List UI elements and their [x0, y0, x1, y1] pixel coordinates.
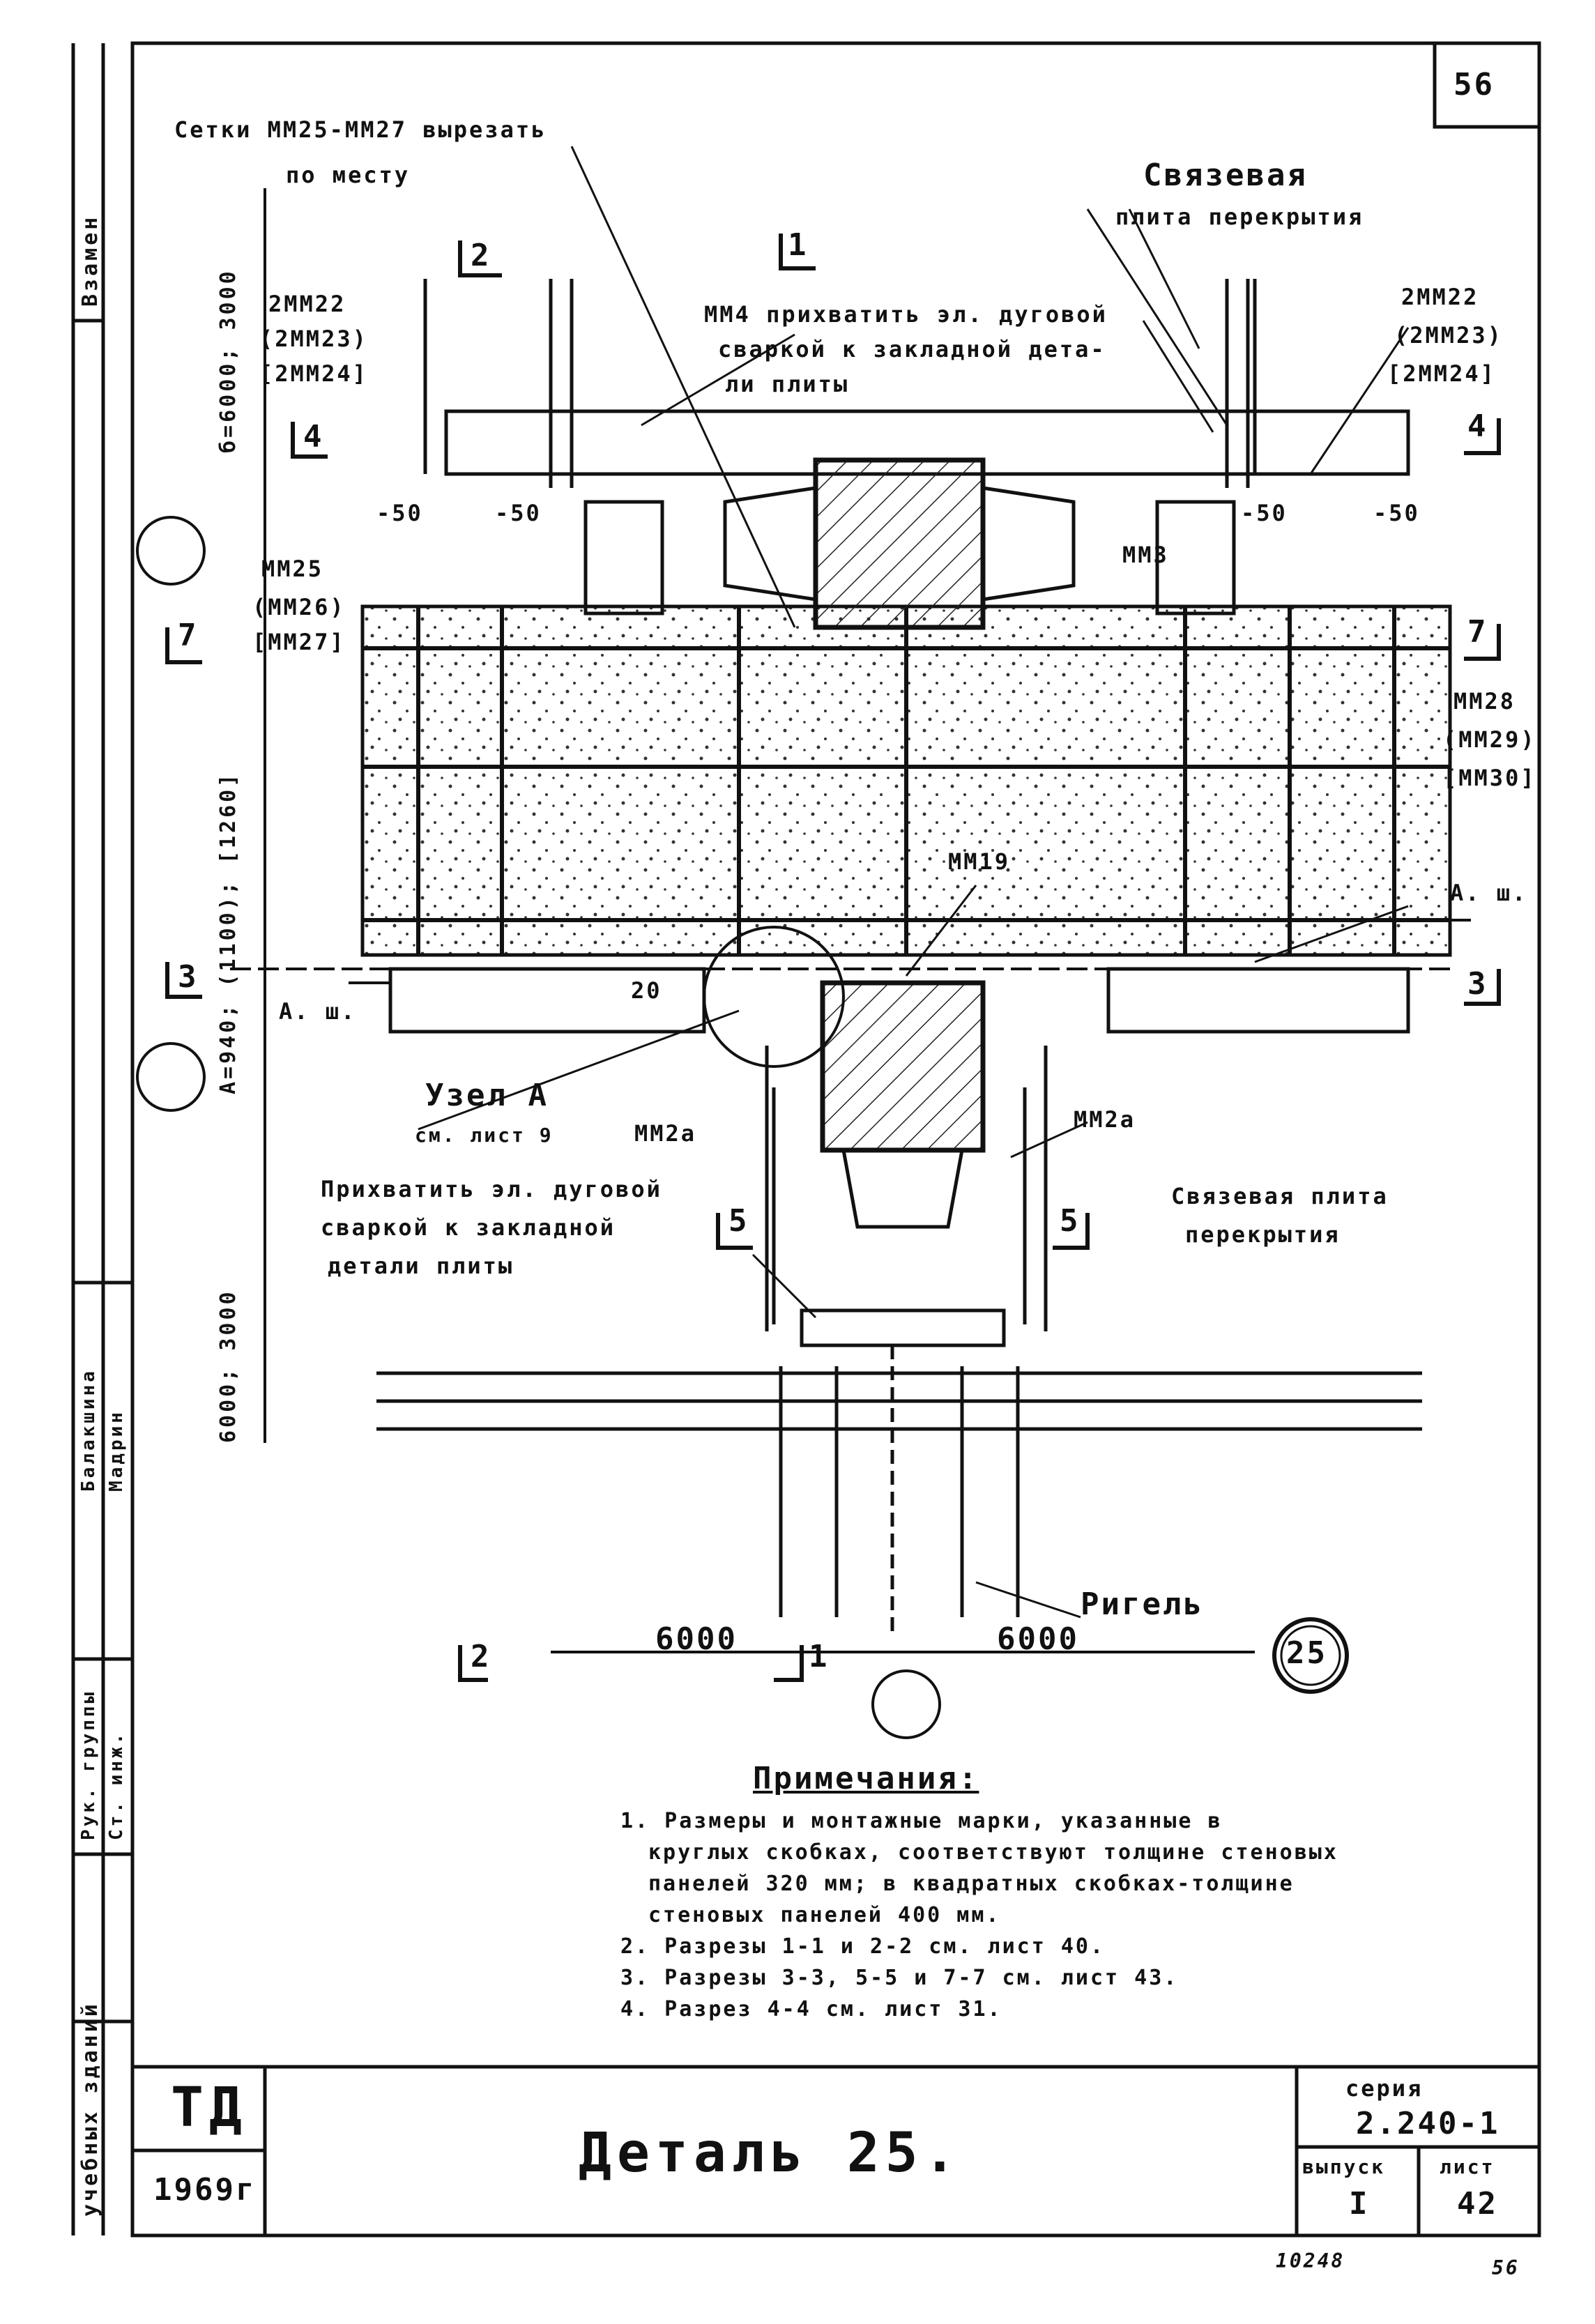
dim-mid: А=940; (1100); [1260] [216, 771, 241, 1094]
footer-num: 10248 [1276, 2249, 1345, 2272]
section-1-bottom: 1 [809, 1639, 830, 1674]
column-bottom [820, 980, 986, 1153]
note-line-5: 2. Разрезы 1-1 и 2-2 см. лист 40. [620, 1934, 1106, 1959]
side-name2: Мадрин [106, 1409, 127, 1492]
label-weld-3: детали плиты [328, 1253, 514, 1279]
section-4-right: 4 [1467, 408, 1488, 444]
label-mm4-3: ли плиты [725, 371, 850, 397]
label-tie-slab-2: плита перекрытия [1115, 204, 1364, 230]
stamp-year: 1969г [153, 2172, 257, 2208]
label-mm28: ММ28 [1453, 688, 1516, 714]
label-right-mesh-2: (2ММ23) [1394, 322, 1503, 349]
label-mm4-2: сваркой к закладной дета- [718, 336, 1106, 362]
sheet-frame [130, 41, 1541, 2238]
label-ash-right: А. ш. [1450, 880, 1528, 906]
detail-number: 25 [1286, 1635, 1327, 1671]
section-7-left: 7 [178, 618, 199, 653]
label-mm2a-right: ММ2а [1074, 1106, 1136, 1133]
label-riegel: Ригель [1081, 1587, 1204, 1622]
lower-slabs [376, 967, 1422, 1631]
label-mm25: ММ25 [261, 556, 324, 582]
stamp-series: 2.240-1 [1356, 2106, 1500, 2141]
label-mm29: (ММ29) [1443, 726, 1536, 753]
label-cut-mesh-1: Сетки ММ25-ММ27 вырезать [174, 116, 547, 143]
label-node-a: Узел А [425, 1078, 549, 1113]
section-3-right: 3 [1467, 966, 1488, 1002]
label-dim-20: 20 [631, 977, 662, 1004]
side-buildings: учебных зданий [78, 2001, 102, 2217]
section-5-right: 5 [1060, 1203, 1081, 1239]
label-weld-1: Прихватить эл. дуговой [321, 1176, 662, 1202]
stamp-title: Деталь 25. [579, 2122, 962, 2185]
label-tie-slab-1: Связевая [1143, 158, 1308, 193]
label-frac-50-1: -50 [376, 500, 423, 526]
label-right-mesh-1: 2ММ22 [1401, 284, 1479, 310]
label-left-mesh-2: (2ММ23) [259, 326, 368, 352]
label-mm4-1: ММ4 прихватить эл. дуговой [704, 301, 1108, 328]
label-mm2a-left: ММ2а [634, 1120, 697, 1147]
label-mm27: [ММ27] [252, 629, 346, 655]
stamp-td: ТД [171, 2077, 247, 2139]
section-5-left: 5 [728, 1203, 749, 1239]
sheet-number-box [1433, 41, 1541, 129]
detail-number-circle [1272, 1617, 1349, 1694]
label-tie-slab2-2: перекрытия [1185, 1221, 1341, 1248]
stamp-issue-label: выпуск [1302, 2155, 1386, 2178]
label-mm30: [ММ30] [1443, 765, 1536, 791]
dim-low: 6000; 3000 [216, 1289, 241, 1443]
node-a-circle [703, 926, 845, 1068]
note-line-4: стеновых панелей 400 мм. [648, 1903, 1001, 1927]
section-1-top: 1 [788, 227, 809, 263]
label-frac-50-2: -50 [495, 500, 542, 526]
label-left-mesh-1: 2ММ22 [268, 291, 346, 317]
sheet-number: 56 [1453, 67, 1495, 102]
label-ash-left: А. ш. [279, 998, 357, 1025]
label-frac-50-4: -50 [1373, 500, 1420, 526]
binding-hole-2 [136, 1042, 206, 1112]
side-head-group: Рук. группы [78, 1689, 99, 1840]
footer-page: 56 [1492, 2256, 1520, 2279]
section-4-left: 4 [303, 419, 324, 454]
label-cut-mesh-2: по месту [286, 162, 411, 188]
binding-hole-1 [136, 516, 206, 586]
label-mm26: (ММ26) [252, 594, 346, 620]
label-span-right: 6000 [997, 1621, 1079, 1657]
section-2-bottom: 2 [471, 1639, 491, 1674]
label-left-mesh-3: [2ММ24] [259, 360, 368, 387]
wall-panel [360, 604, 1452, 957]
note-line-1: 1. Размеры и монтажные марки, указанные … [620, 1809, 1223, 1833]
label-right-mesh-3: [2ММ24] [1387, 360, 1496, 387]
label-mm3: ММ3 [1122, 542, 1169, 568]
side-vzamen: Взамен [78, 214, 102, 307]
side-engineer: Ст. инж. [106, 1730, 127, 1840]
notes-title: Примечания: [753, 1761, 979, 1796]
note-line-6: 3. Разрезы 3-3, 5-5 и 7-7 см. лист 43. [620, 1966, 1179, 1990]
stamp-sheet: 42 [1457, 2186, 1498, 2222]
binding-hole-3 [871, 1669, 941, 1739]
label-node-a-ref: см. лист 9 [415, 1124, 554, 1147]
section-2-top: 2 [471, 238, 491, 273]
label-tie-slab2-1: Связевая плита [1171, 1183, 1389, 1209]
note-line-7: 4. Разрез 4-4 см. лист 31. [620, 1997, 1002, 2021]
label-weld-2: сваркой к закладной [321, 1214, 616, 1241]
stamp-series-label: серия [1345, 2075, 1424, 2102]
label-mm19: ММ19 [948, 848, 1011, 875]
section-7-right: 7 [1467, 614, 1488, 650]
stamp-sheet-label: лист [1440, 2155, 1495, 2178]
label-frac-50-3: -50 [1241, 500, 1288, 526]
dim-ab: б=6000; 3000 [216, 268, 241, 453]
side-name1: Балакшина [78, 1368, 99, 1492]
label-span-left: 6000 [655, 1621, 738, 1657]
section-3-left: 3 [178, 959, 199, 995]
note-line-2: круглых скобках, соответствуют толщине с… [648, 1840, 1338, 1865]
note-line-3: панелей 320 мм; в квадратных скобках-тол… [648, 1872, 1295, 1896]
stamp-issue: I [1349, 2186, 1370, 2222]
column-top [813, 457, 986, 630]
